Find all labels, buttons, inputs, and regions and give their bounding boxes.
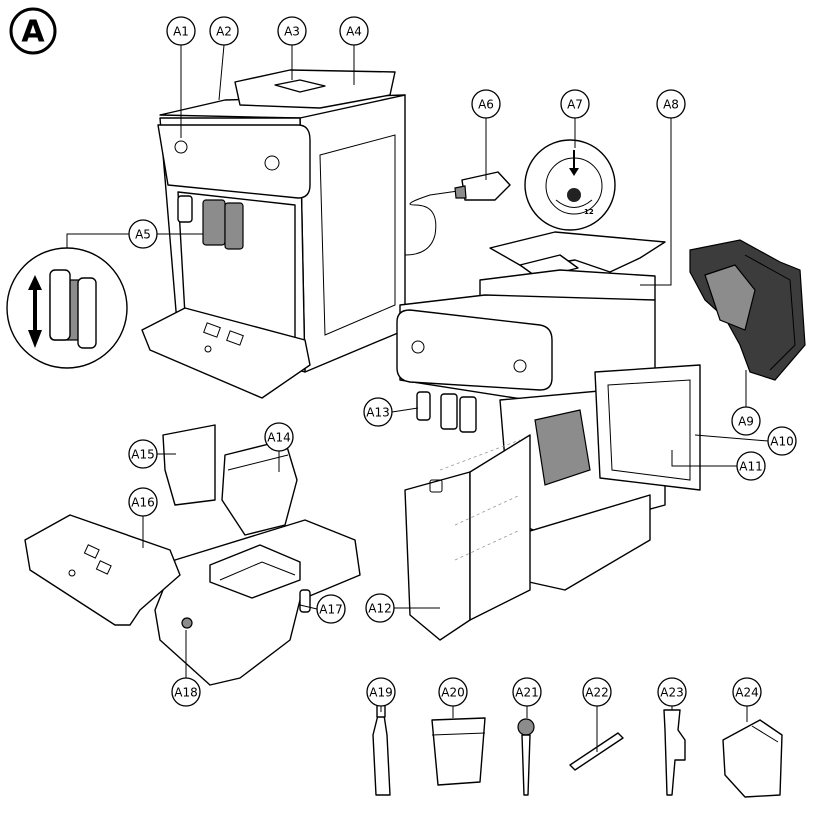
callout-text: A15 [131, 448, 154, 462]
accessory-milk-tube [663, 709, 686, 796]
leader-line [299, 604, 318, 610]
coffee-grounds-container [221, 439, 298, 536]
callout-circle [560, 89, 590, 119]
callout-circle [363, 397, 393, 427]
coffee-machine-opened [396, 231, 701, 641]
callout-text: A12 [368, 602, 391, 616]
leader-line [640, 118, 672, 286]
callout-a8: A8 [640, 89, 686, 286]
callout-a22: A22 [582, 677, 612, 752]
callout-circle [657, 677, 687, 707]
callout-circle [277, 16, 307, 46]
callout-text: A21 [515, 686, 538, 700]
callout-circle [438, 677, 468, 707]
callout-circle [366, 677, 396, 707]
callout-circle [731, 406, 761, 436]
callout-circle [512, 677, 542, 707]
power-cord [404, 171, 511, 256]
callout-circle [471, 89, 501, 119]
dial-number: 12 [584, 208, 594, 216]
leader-line [694, 434, 769, 442]
callout-a10: A10 [694, 426, 797, 456]
callout-text: A13 [366, 406, 389, 420]
callout-circle [316, 594, 346, 624]
callout-a23: A23 [657, 677, 687, 710]
callout-circle [767, 426, 797, 456]
callout-circle [732, 677, 762, 707]
callout-text: A20 [441, 686, 464, 700]
callout-text: A3 [284, 25, 300, 39]
callout-text: A19 [369, 686, 392, 700]
drip-tray-lid [162, 424, 216, 506]
callout-text: A7 [567, 98, 583, 112]
callout-a14: A14 [264, 422, 294, 472]
spout-inset [6, 247, 128, 369]
leader-line [218, 44, 225, 101]
callout-circle [128, 487, 158, 517]
callout-circle [365, 593, 395, 623]
drip-tray-assembly [24, 514, 361, 686]
callout-text: A18 [174, 686, 197, 700]
callout-circle [209, 16, 239, 46]
callout-a24: A24 [732, 677, 762, 722]
callout-a20: A20 [438, 677, 468, 718]
callout-circle [264, 422, 294, 452]
callout-text: A11 [739, 460, 762, 474]
callout-a12: A12 [365, 593, 440, 623]
callout-text: A24 [735, 686, 758, 700]
callout-circle [171, 677, 201, 707]
callout-a3: A3 [277, 16, 307, 80]
leader-line [66, 233, 130, 248]
callout-text: A8 [663, 98, 679, 112]
callout-a2: A2 [209, 16, 239, 101]
callout-a1: A1 [166, 16, 196, 138]
callout-text: A22 [585, 686, 608, 700]
callout-text: A14 [267, 431, 290, 445]
callout-text: A6 [478, 98, 494, 112]
callout-text: A1 [173, 25, 189, 39]
callout-circle [339, 16, 369, 46]
callout-text: A9 [738, 415, 754, 429]
leader-line [671, 450, 737, 467]
callout-a6: A6 [471, 89, 501, 180]
callout-a4: A4 [339, 16, 369, 85]
callout-a16: A16 [128, 487, 158, 548]
leader-line [391, 407, 419, 413]
accessory-milk-frother [722, 719, 783, 798]
grinder-dial: 12 [524, 139, 616, 231]
accessory-grease-tube [372, 704, 391, 796]
accessory-water-filter [431, 717, 486, 786]
callout-text: A5 [135, 228, 151, 242]
callout-text: A10 [770, 435, 793, 449]
callout-a21: A21 [512, 677, 542, 718]
callout-a15: A15 [128, 439, 176, 469]
callout-circle [128, 219, 158, 249]
callout-a9: A9 [731, 370, 761, 436]
callout-a13: A13 [363, 397, 419, 427]
callout-text: A4 [346, 25, 362, 39]
callout-a11: A11 [671, 450, 766, 481]
accessory-measuring-scoop [517, 718, 535, 796]
callout-a5: A5 [66, 219, 203, 249]
callout-circle [736, 451, 766, 481]
callout-text: A2 [216, 25, 232, 39]
callout-a19: A19 [366, 677, 396, 712]
callout-circle [166, 16, 196, 46]
figure-badge-text: A [21, 15, 45, 50]
callout-a17: A17 [299, 594, 346, 624]
callout-circle [656, 89, 686, 119]
callout-circle [582, 677, 612, 707]
callout-circle [128, 439, 158, 469]
callout-a7: A7 [560, 89, 590, 148]
brew-group [689, 239, 806, 381]
callout-text: A16 [131, 496, 154, 510]
callout-text: A23 [660, 686, 683, 700]
callout-a18: A18 [171, 630, 201, 707]
coffee-machine-front [141, 69, 406, 399]
figure-badge: A [9, 7, 57, 55]
callout-text: A17 [319, 603, 342, 617]
